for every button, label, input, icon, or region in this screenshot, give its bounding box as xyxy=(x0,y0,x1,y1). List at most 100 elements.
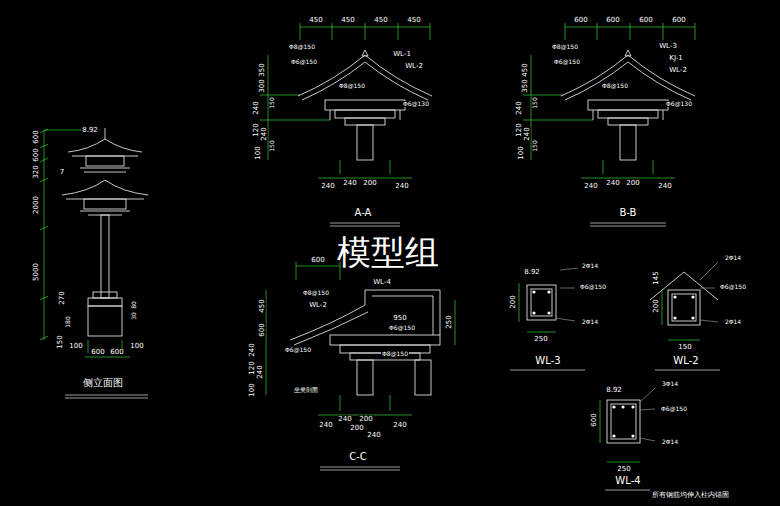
dimension-label: 450 xyxy=(406,17,421,24)
dimension-label: Φ6@130 xyxy=(665,101,693,107)
dimension-label: 30 xyxy=(131,311,137,321)
dimension-label: Φ6@130 xyxy=(402,101,430,107)
dimension-label: Φ6@150 xyxy=(284,347,312,353)
dimension-label: 240 xyxy=(392,422,407,429)
dimension-label: 100 xyxy=(518,145,525,160)
dimension-label: 600 xyxy=(90,349,105,356)
dimension-label: 240 xyxy=(253,100,260,115)
dimension-label: 所有钢筋均伸入柱内锚固 xyxy=(651,492,730,499)
dimension-label: 240 xyxy=(337,416,352,423)
dimension-label: 2Φ14 xyxy=(661,439,679,445)
dimension-label: Φ6@150 xyxy=(290,59,318,65)
view-title: 侧立面图 xyxy=(82,378,124,388)
dimension-label: 5000 xyxy=(33,262,40,282)
dimension-label: 600 xyxy=(605,17,620,24)
dimension-label: 8.92 xyxy=(605,387,623,394)
dimension-label: 2Φ14 xyxy=(724,319,742,325)
dimension-label: 120 xyxy=(253,122,260,137)
dimension-label: 450 xyxy=(373,17,388,24)
dimension-label: 200 xyxy=(362,180,377,187)
dimension-label: 240 xyxy=(583,183,598,190)
dimension-label: 350 xyxy=(259,62,266,77)
dimension-label: 150 xyxy=(532,96,538,109)
dimension-label: 270 xyxy=(59,290,66,305)
dimension-label: 120 xyxy=(516,122,523,137)
dimension-label: 2Φ14 xyxy=(724,255,742,261)
dimension-label: 150 xyxy=(269,139,275,152)
dimension-label: 2000 xyxy=(33,195,40,215)
dimension-label: 240 xyxy=(516,100,523,115)
dimension-label: KJ-1 xyxy=(668,55,683,62)
dimension-label: 145 xyxy=(653,270,660,285)
dimension-label: Φ8@150 xyxy=(381,351,409,357)
dimension-label: WL-2 xyxy=(404,63,424,70)
dimension-label: 200 xyxy=(510,294,517,309)
dimension-label: 240 xyxy=(657,183,672,190)
dimension-label: 600 xyxy=(259,322,266,337)
dimension-label: 150 xyxy=(269,96,275,109)
dimension-label: 450 xyxy=(259,298,266,313)
dimension-label: 240 xyxy=(320,183,335,190)
dimension-label: Φ6@150 xyxy=(660,406,688,412)
view-title: WL-2 xyxy=(672,356,699,366)
dimension-label: 250 xyxy=(446,314,453,329)
dimension-label: 320 xyxy=(33,164,40,179)
dimension-label: 100 xyxy=(68,343,83,350)
dimension-label: 450 xyxy=(308,17,323,24)
dimension-label: Φ6@150 xyxy=(719,284,747,290)
watermark: 模型组 xyxy=(336,235,440,269)
dimension-label: 2Φ14 xyxy=(581,319,599,325)
dimension-label: 坐凳剖面 xyxy=(293,387,319,393)
dimension-label: 100 xyxy=(255,145,262,160)
dimension-label: 240 xyxy=(394,183,409,190)
dimension-label: 3Φ14 xyxy=(661,381,679,387)
dimension-label: 8.92 xyxy=(81,127,99,134)
dimension-label: 150 xyxy=(57,334,64,349)
dimension-label: 240 xyxy=(342,180,357,187)
view-title: A-A xyxy=(354,208,373,218)
dimension-label: 8.92 xyxy=(523,269,541,276)
dimension-label: 200 xyxy=(358,416,373,423)
dimension-label: WL-2 xyxy=(668,67,688,74)
dimension-label: 240 xyxy=(257,364,264,379)
dimension-label: 180 xyxy=(65,315,71,328)
dimension-label: 120 xyxy=(249,360,256,375)
dimension-label: Φ6@150 xyxy=(388,325,416,331)
dimension-label: 240 xyxy=(249,342,256,357)
dimension-label: 240 xyxy=(366,432,381,439)
dimension-label: Φ8@150 xyxy=(601,83,629,89)
dimension-label: WL-2 xyxy=(308,302,328,309)
dimension-label: Φ6@150 xyxy=(579,284,607,290)
dimension-label: 600 xyxy=(671,17,686,24)
dimension-label: 600 xyxy=(591,412,598,427)
dimension-label: 240 xyxy=(318,422,333,429)
dimension-label: 200 xyxy=(653,298,660,313)
view-title: WL-3 xyxy=(534,356,561,366)
view-title: B-B xyxy=(619,208,638,218)
dimension-label: 150 xyxy=(677,344,692,351)
dimension-label: 350 xyxy=(522,78,529,93)
dimension-label: 250 xyxy=(533,336,548,343)
dimension-label: 200 xyxy=(349,425,364,432)
dimension-label: 600 xyxy=(33,129,40,144)
dimension-label: 300 xyxy=(259,78,266,93)
dimension-label: 240 xyxy=(524,126,531,141)
dimension-label: 950 xyxy=(392,315,407,322)
dimension-label: Φ8@150 xyxy=(302,290,330,296)
dimension-label: WL-1 xyxy=(392,51,412,58)
dimension-label: 240 xyxy=(261,126,268,141)
dimension-label: 150 xyxy=(532,139,538,152)
dimension-label: 450 xyxy=(340,17,355,24)
dimension-label: Φ6@150 xyxy=(553,59,581,65)
view-title: C-C xyxy=(348,452,368,462)
dimension-label: 200 xyxy=(625,180,640,187)
view-title: WL-4 xyxy=(614,476,641,486)
dimension-label: 450 xyxy=(522,62,529,77)
dimension-label: 240 xyxy=(605,180,620,187)
dimension-label: 7 xyxy=(59,169,65,176)
dimension-label: 600 xyxy=(109,349,124,356)
dimension-label: 600 xyxy=(638,17,653,24)
dimension-label: 600 xyxy=(33,147,40,162)
dimension-label: 80 xyxy=(131,300,137,310)
